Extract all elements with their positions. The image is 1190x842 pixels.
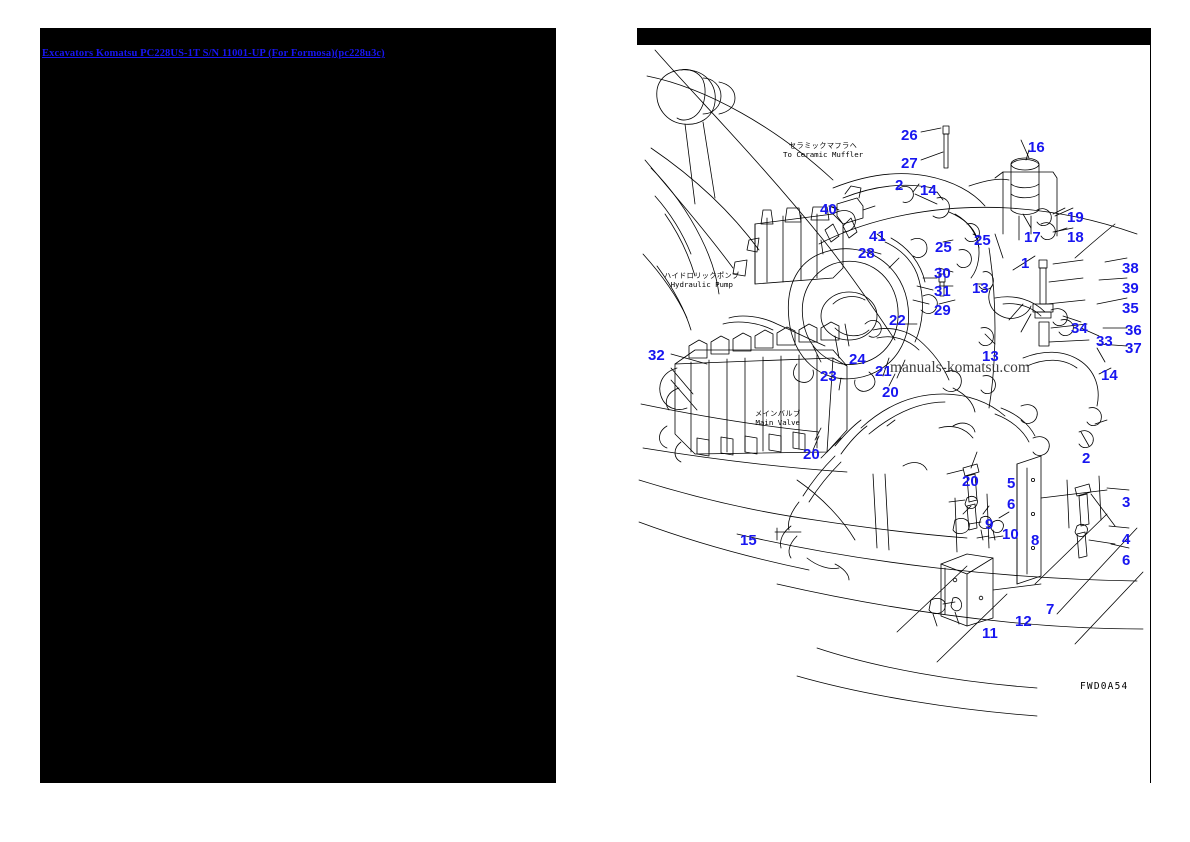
callout-number-6: 6: [1122, 552, 1131, 569]
document-preview-panel: Excavators Komatsu PC228US-1T S/N 11001-…: [40, 28, 556, 783]
callout-number-31: 31: [934, 283, 951, 300]
callout-number-38: 38: [1122, 260, 1139, 277]
callout-number-13: 13: [972, 280, 989, 297]
callout-number-29: 29: [934, 302, 951, 319]
callout-number-14: 14: [1101, 367, 1118, 384]
callout-number-2: 2: [895, 177, 904, 194]
callout-number-41: 41: [869, 228, 886, 245]
callout-number-22: 22: [889, 312, 906, 329]
caption-english: Main Valve: [755, 417, 801, 427]
callout-number-7: 7: [1046, 601, 1055, 618]
callout-number-25: 25: [935, 239, 952, 256]
callout-number-16: 16: [1028, 139, 1045, 156]
callout-number-12: 12: [1015, 613, 1032, 630]
callout-number-34: 34: [1071, 320, 1088, 337]
callout-number-26: 26: [901, 127, 918, 144]
callout-number-5: 5: [1007, 475, 1016, 492]
document-title-link[interactable]: Excavators Komatsu PC228US-1T S/N 11001-…: [42, 48, 385, 59]
callout-number-30: 30: [934, 265, 951, 282]
callout-number-37: 37: [1125, 340, 1142, 357]
callout-number-23: 23: [820, 368, 837, 385]
callout-number-32: 32: [648, 347, 665, 364]
callout-number-14: 14: [920, 182, 937, 199]
callout-number-19: 19: [1067, 209, 1084, 226]
callout-number-20: 20: [803, 446, 820, 463]
callout-number-3: 3: [1122, 494, 1131, 511]
callout-number-25: 25: [974, 232, 991, 249]
callout-number-4: 4: [1122, 531, 1131, 548]
callout-number-17: 17: [1024, 229, 1041, 246]
parts-diagram-illustration: [638, 49, 1144, 717]
callout-number-20: 20: [962, 473, 979, 490]
callout-number-9: 9: [985, 516, 994, 533]
callout-number-28: 28: [858, 245, 875, 262]
callout-number-40: 40: [820, 201, 837, 218]
callout-number-33: 33: [1096, 333, 1113, 350]
header-mark-icon: [1106, 39, 1122, 42]
callout-number-11: 11: [982, 625, 998, 642]
figure-code: FWD0A54: [1080, 681, 1129, 692]
callout-number-35: 35: [1122, 300, 1139, 317]
callout-number-21: 21: [875, 363, 892, 380]
callout-number-24: 24: [849, 351, 866, 368]
callout-number-15: 15: [740, 532, 757, 549]
callout-number-18: 18: [1067, 229, 1084, 246]
caption-english: Hydraulic Pump: [670, 279, 733, 289]
callout-number-2: 2: [1082, 450, 1091, 467]
caption-english: To Ceramic Muffler: [783, 149, 864, 159]
callout-number-27: 27: [901, 155, 918, 172]
callout-number-8: 8: [1031, 532, 1040, 549]
caption-japanese: ハイドロリックポンプ: [664, 271, 740, 280]
callout-number-36: 36: [1125, 322, 1142, 339]
diagram-header-band: [637, 28, 1150, 45]
caption-japanese: セラミックマフラヘ: [788, 141, 858, 150]
callout-number-1: 1: [1021, 255, 1030, 272]
callout-number-13: 13: [982, 348, 999, 365]
site-watermark: manuals-komatsu.com: [890, 359, 1030, 376]
callout-number-20: 20: [882, 384, 899, 401]
caption-japanese: メインバルブ: [755, 409, 801, 418]
callout-number-6: 6: [1007, 496, 1016, 513]
callout-number-10: 10: [1002, 526, 1019, 543]
callout-number-39: 39: [1122, 280, 1139, 297]
